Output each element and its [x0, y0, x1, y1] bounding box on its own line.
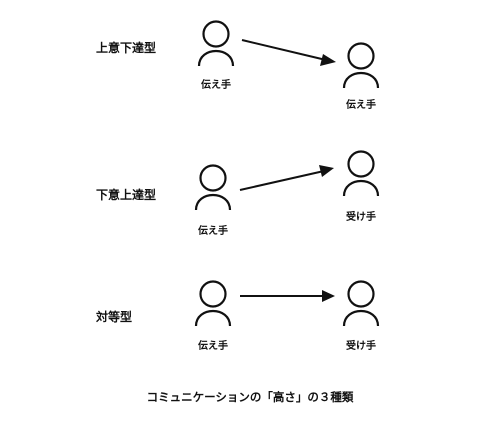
- sender-label: 伝え手: [198, 339, 228, 352]
- receiver-label: 受け手: [346, 210, 376, 223]
- receiver-person: 伝え手: [342, 42, 380, 111]
- sender-person: 伝え手: [194, 164, 232, 237]
- receiver-label: 受け手: [346, 339, 376, 352]
- person-icon: [194, 280, 232, 328]
- sender-person: 伝え手: [197, 20, 235, 91]
- person-icon: [342, 42, 380, 90]
- row-label: 下意上達型: [96, 187, 156, 202]
- sender-label: 伝え手: [198, 224, 228, 237]
- row-bottom-up: 下意上達型 伝え手 受け手: [96, 150, 380, 237]
- row-label: 対等型: [95, 309, 132, 324]
- person-icon: [197, 20, 235, 68]
- row-label: 上意下達型: [96, 40, 156, 55]
- person-icon: [194, 164, 232, 212]
- row-top-down: 上意下達型 伝え手 伝え手: [96, 20, 380, 111]
- sender-label: 伝え手: [201, 78, 231, 91]
- row-level: 対等型 伝え手 受け手: [95, 280, 380, 352]
- person-icon: [342, 280, 380, 328]
- figure-caption: コミュニケーションの「高さ」の３種類: [147, 390, 354, 404]
- sender-person: 伝え手: [194, 280, 232, 352]
- arrow-right-icon: [241, 39, 336, 66]
- receiver-person: 受け手: [342, 150, 380, 223]
- receiver-person: 受け手: [342, 280, 380, 352]
- person-icon: [342, 150, 380, 198]
- arrow-right-icon: [240, 290, 335, 302]
- receiver-label: 伝え手: [346, 98, 376, 111]
- arrow-right-icon: [239, 165, 334, 191]
